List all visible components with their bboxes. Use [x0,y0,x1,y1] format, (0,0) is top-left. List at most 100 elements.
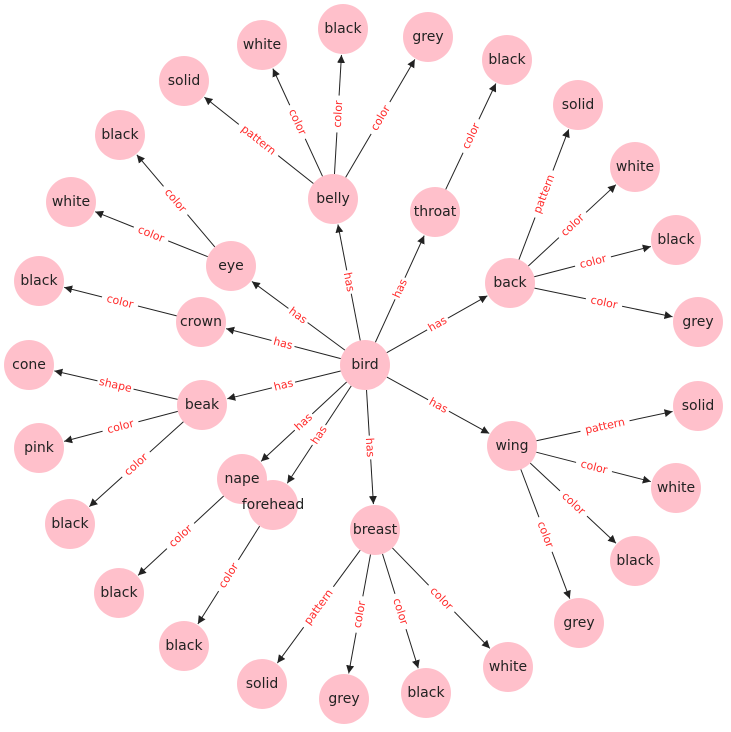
node-wing_black: black [610,536,660,586]
edge-label-bg [283,102,312,142]
edge-label-bg [532,514,559,555]
node-label: grey [328,691,359,707]
node-circle [673,381,723,431]
node-beak_cone: cone [4,340,54,390]
node-label: pink [24,440,55,456]
edge-label-bg [162,518,199,554]
node-label: solid [562,97,595,113]
node-circle [483,642,533,692]
edge-label-bg [284,302,312,329]
node-circle [14,256,64,306]
edge-label-has: has [272,335,294,353]
node-label: white [657,480,695,496]
node-label: black [20,273,58,289]
node-beak_pink: pink [14,423,64,473]
edge-label-bg [424,393,453,418]
node-breast_black: black [401,668,451,718]
node-circle [610,536,660,586]
node-circle [350,505,400,555]
node-throat: throat [410,187,460,237]
node-label: wing [495,438,528,454]
node-label: beak [185,397,220,413]
node-circle [308,174,358,224]
node-label: nape [225,471,260,487]
node-circle [482,35,532,85]
node-wing_grey: grey [554,598,604,648]
node-label: forehead [242,497,305,513]
edge-label-color: color [589,293,619,311]
node-circle [94,568,144,618]
edge-label-color: color [331,100,346,128]
node-circle [159,621,209,671]
node-label: grey [682,314,713,330]
edge-label-bg [339,268,359,296]
node-circle [177,380,227,430]
node-wing: wing [487,421,537,471]
node-circle [410,187,460,237]
node-eye: eye [206,241,256,291]
edge-label-bg [362,435,378,460]
node-belly_white: white [237,20,287,70]
node-circle [14,423,64,473]
node-label: white [616,159,654,175]
node-circle [319,674,369,724]
edge-label-color: color [351,600,369,629]
node-circle [237,659,287,709]
node-label: white [489,659,527,675]
node-label: back [493,275,527,291]
node-belly: belly [308,174,358,224]
edge-label-pattern: pattern [239,122,279,157]
edge-label-bg [95,374,136,396]
node-label: black [488,52,526,68]
node-circle [651,463,701,513]
edge-label-pattern: pattern [584,415,626,436]
node-circle [554,598,604,648]
node-beak: beak [177,380,227,430]
edge-label-bg [388,274,412,303]
node-circle [651,215,701,265]
edge-label-bg [388,591,413,632]
edge-label-bg [584,291,624,314]
node-circle [610,142,660,192]
edge-label-bg [158,181,193,220]
node-belly_grey: grey [403,12,453,62]
node-label: cone [12,357,46,373]
node-wing_solid: solid [673,381,723,431]
edge-label-bg [456,116,486,156]
node-label: black [324,21,362,37]
edge-label-bg [100,290,140,313]
edge-label-color: color [136,223,166,245]
node-label: breast [353,522,398,538]
edge-label-bg [554,207,591,243]
edge-label-color: color [459,121,483,151]
node-label: solid [682,398,715,414]
node-breast_grey: grey [319,674,369,724]
edge-label-has: has [273,376,295,393]
node-circle [95,110,145,160]
node-eye_black: black [95,110,145,160]
node-beak_black: black [45,499,95,549]
node-label: solid [168,73,201,89]
node-back_grey: grey [673,297,723,347]
edge-label-bg [528,168,560,220]
node-circle [176,297,226,347]
node-crown_black: black [14,256,64,306]
node-eye_white: white [46,177,96,227]
node-forehead: forehead [242,480,305,530]
node-circle [4,340,54,390]
node-circle [673,297,723,347]
node-label: black [657,232,695,248]
node-label: white [243,37,281,53]
edge-label-has: has [363,437,377,457]
node-circle [45,499,95,549]
node-circle [318,4,368,54]
node-back: back [485,258,535,308]
node-bird: bird [340,340,390,390]
node-circle [159,56,209,106]
node-label: throat [414,204,457,220]
edge-label-bg [365,98,396,138]
node-back_solid: solid [553,80,603,130]
node-label: black [165,638,203,654]
node-belly_solid: solid [159,56,209,106]
